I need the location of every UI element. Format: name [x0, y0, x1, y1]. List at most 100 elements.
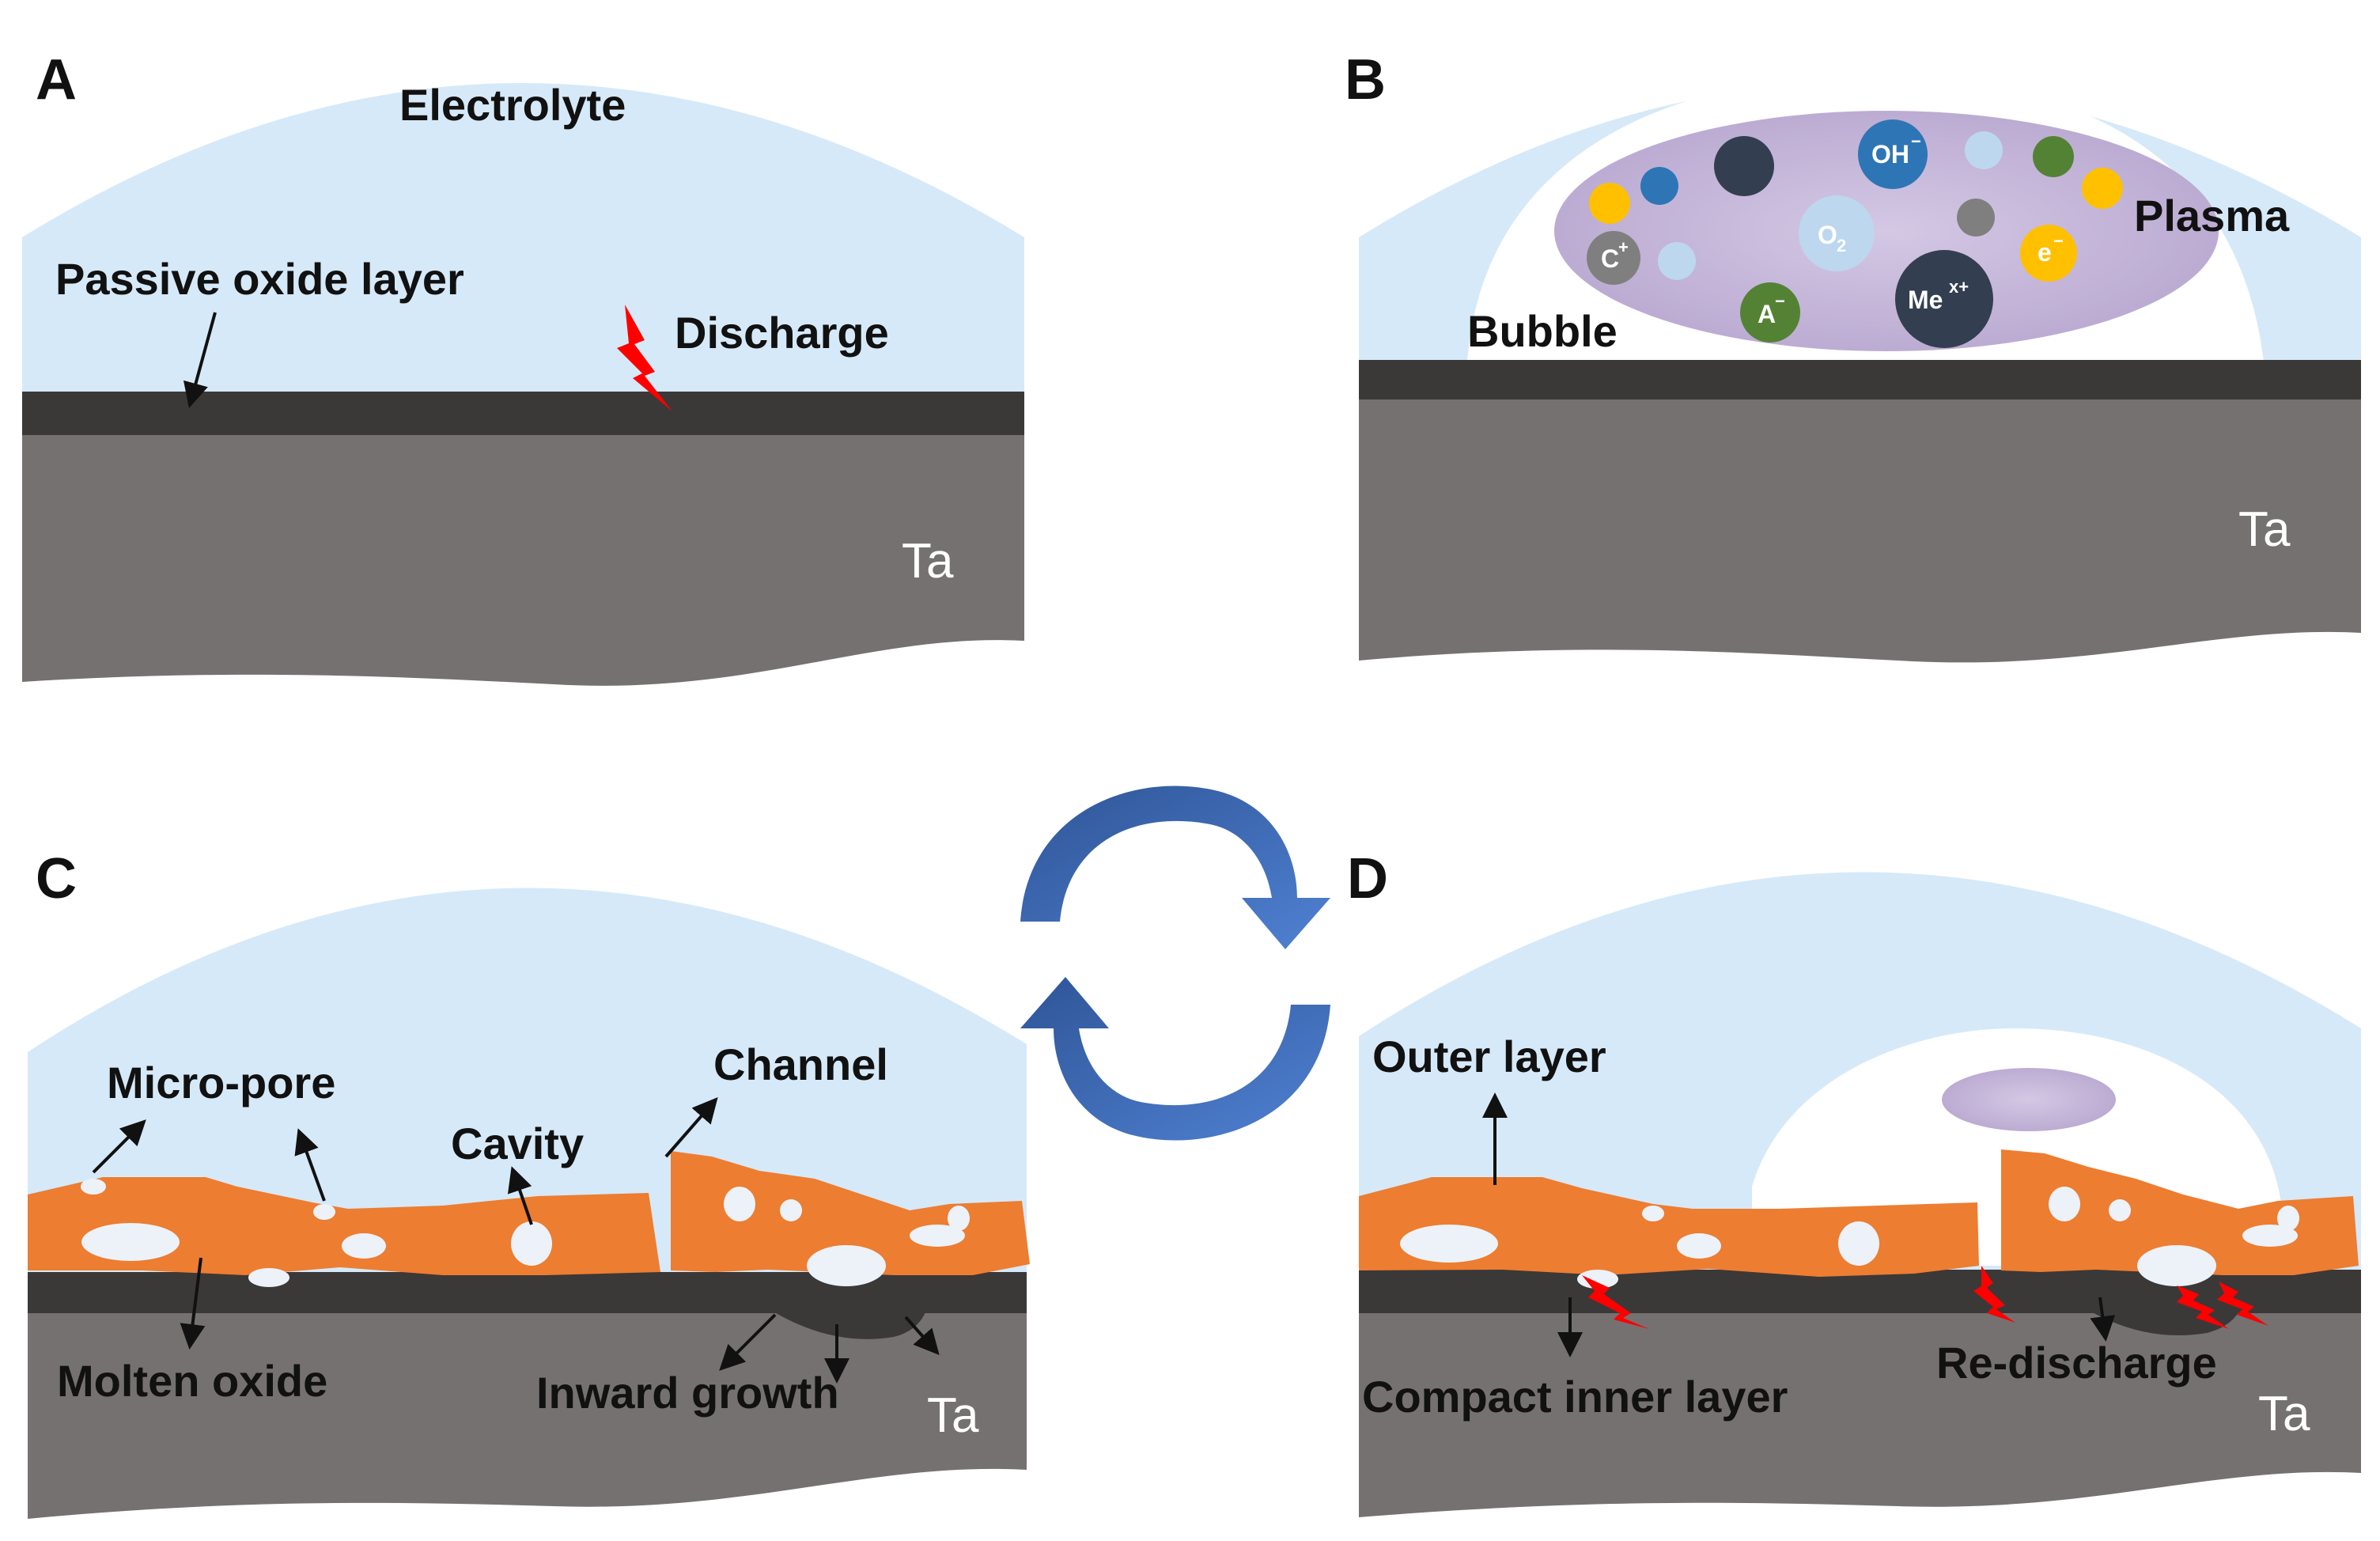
molten-oxide-arrow: [180, 1257, 206, 1350]
electrolyte-region: [22, 83, 1024, 396]
particle-dark: [1714, 136, 1774, 196]
panel-c: C Micro-pore Cavity Channel Molten oxide…: [28, 847, 1030, 1519]
passive-oxide-layer-label: Passive oxide layer: [55, 254, 464, 304]
species-e: e −: [2020, 225, 2077, 282]
passive-layer-arrow: [183, 312, 217, 408]
species-e-text: e: [2038, 238, 2052, 267]
plasma-cloud-d: [1942, 1068, 2116, 1131]
particle-yellow: [1589, 183, 1630, 224]
species-c-text: C: [1601, 244, 1619, 273]
species-c-charge: +: [1618, 237, 1629, 257]
micro-pore-arrow-1: [92, 1119, 146, 1174]
species-a-marker: [1740, 282, 1800, 343]
particle-green: [2033, 136, 2074, 177]
cavity: [2049, 1187, 2080, 1221]
micro-pore: [1642, 1206, 1664, 1221]
panel-letter-c: C: [36, 847, 77, 911]
panel-letter-a: A: [36, 48, 77, 112]
particle-yellow-2: [2082, 168, 2123, 209]
species-o2-marker: [1799, 195, 1875, 271]
species-e-charge: −: [2053, 231, 2064, 251]
inward-growth-arrow-3: [904, 1316, 940, 1355]
species-me-charge: x+: [1949, 277, 1969, 297]
redischarge-arrow: [2090, 1297, 2116, 1342]
channel-arrow: [664, 1096, 718, 1158]
substrate-label-c: Ta: [927, 1388, 979, 1443]
cavity: [2109, 1199, 2131, 1221]
species-a: A −: [1740, 282, 1800, 343]
particle-blue-small: [1640, 167, 1678, 205]
cavity: [910, 1225, 965, 1247]
cavity: [511, 1221, 552, 1266]
species-me: Me x+: [1895, 250, 1993, 348]
tantalum-substrate-d: [1359, 1313, 2361, 1517]
redischarge-label: Re-discharge: [1936, 1338, 2217, 1388]
coating-cavities: [81, 1179, 970, 1287]
plasma-species: OH − C + O 2 e − A −: [1587, 119, 2123, 348]
species-me-marker: [1895, 250, 1993, 348]
particle-lightblue-2: [1965, 131, 2003, 169]
substrate-label-a: Ta: [902, 534, 954, 589]
discharge-bolt-icon: [617, 305, 672, 411]
species-o2-sub: 2: [1837, 236, 1846, 256]
coating-cavities-d: [1400, 1187, 2299, 1289]
cavity: [2242, 1225, 2298, 1247]
redischarge-bolt-icon-3: [2177, 1285, 2229, 1329]
cavity: [1577, 1270, 1618, 1289]
panel-a: A Electrolyte Passive oxide layer Discha…: [22, 48, 1024, 686]
channel-label: Channel: [713, 1039, 888, 1089]
particle-gray: [1957, 199, 1995, 237]
panel-d: D Outer layer Compact inner layer Re-dis…: [1347, 847, 2361, 1517]
species-a-charge: −: [1775, 291, 1785, 311]
cavity: [81, 1223, 180, 1261]
outer-layer-coating-left: [1359, 1177, 1979, 1277]
inward-growth-bulge: [751, 1297, 929, 1339]
micro-pore: [81, 1179, 106, 1195]
micro-pore: [313, 1204, 335, 1220]
cavity: [342, 1233, 386, 1259]
compact-inner-layer-label: Compact inner layer: [1362, 1372, 1788, 1422]
species-oh-marker: [1858, 119, 1928, 189]
cycle-arrow-backward-icon: [1020, 977, 1330, 1141]
substrate-label-d: Ta: [2258, 1387, 2310, 1441]
cavity: [1677, 1233, 1721, 1259]
tantalum-substrate-b: [1359, 399, 2361, 663]
species-oh-charge: −: [1911, 131, 1921, 151]
discharge-label: Discharge: [675, 308, 889, 358]
species-oh: OH −: [1858, 119, 1928, 189]
micro-pore-label: Micro-pore: [107, 1058, 335, 1107]
panel-letter-d: D: [1347, 847, 1388, 911]
outer-layer-label: Outer layer: [1372, 1032, 1606, 1081]
passive-oxide-layer: [22, 392, 1024, 435]
cavity: [248, 1268, 289, 1287]
cavity: [1838, 1221, 1879, 1266]
oxide-layer-b: [1359, 360, 2361, 399]
species-a-text: A: [1758, 300, 1776, 328]
cavity: [2277, 1206, 2299, 1231]
species-c-marker: [1587, 231, 1640, 285]
cavity: [948, 1206, 970, 1231]
species-me-text: Me: [1908, 286, 1943, 314]
tantalum-substrate: [22, 435, 1024, 686]
redischarge-bolt-icon-4: [2217, 1282, 2268, 1326]
cavity: [807, 1245, 886, 1286]
cavity: [724, 1187, 755, 1221]
plasma-label: Plasma: [2134, 191, 2290, 240]
inward-growth-arrow-1: [719, 1313, 777, 1371]
cycle-arrow-forward-icon: [1020, 786, 1330, 949]
cavity: [1400, 1225, 1498, 1263]
tantalum-substrate-c: [28, 1313, 1027, 1519]
cycle-arrows: [1020, 786, 1330, 1141]
redischarge-bolt-icon-2: [1973, 1266, 2015, 1323]
particle-lightblue: [1658, 242, 1696, 280]
micro-pore-arrow-2: [294, 1128, 326, 1202]
bubble-label: Bubble: [1467, 306, 1618, 356]
cavity: [2137, 1245, 2216, 1286]
cavity: [780, 1199, 802, 1221]
cavity-label: Cavity: [451, 1119, 584, 1168]
molten-oxide-label: Molten oxide: [57, 1356, 327, 1406]
species-c: C +: [1587, 231, 1640, 285]
panel-b: OH − C + O 2 e − A −: [1345, 48, 2361, 663]
species-e-marker: [2020, 225, 2077, 282]
